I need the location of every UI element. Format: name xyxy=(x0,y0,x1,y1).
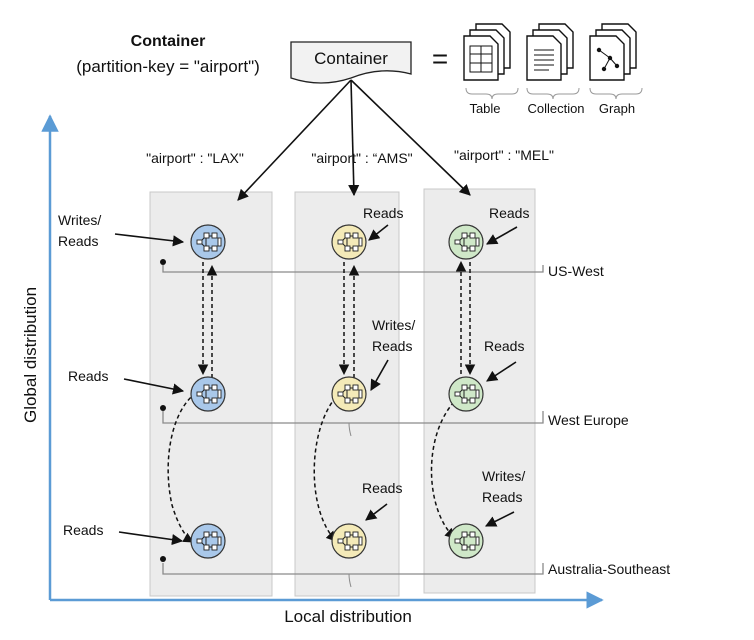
annotation-label: Reads xyxy=(372,338,412,354)
icon-label-collection: Collection xyxy=(527,101,584,116)
y-axis-label: Global distribution xyxy=(21,287,40,423)
partition-set-icon xyxy=(337,232,363,252)
annotation-mel-west-europe: Reads xyxy=(484,338,524,382)
partition-set-icon xyxy=(196,531,222,551)
replication-links xyxy=(167,260,476,543)
container-box[interactable]: Container xyxy=(290,41,412,84)
annotation-label: Writes/ xyxy=(372,317,415,333)
replica-node-lax-australia-southeast[interactable] xyxy=(190,523,226,559)
collection-icon xyxy=(526,23,574,81)
container-arrow-ams xyxy=(348,79,360,197)
partition-set-icon xyxy=(196,232,222,252)
annotation-mel-us-west: Reads xyxy=(486,205,529,245)
annotation-label: Reads xyxy=(362,480,402,496)
replica-node-ams-australia-southeast[interactable] xyxy=(331,523,367,559)
x-axis: Local distribution xyxy=(50,591,604,626)
annotation-label: Reads xyxy=(489,205,529,221)
annotation-mel-australia: Writes/ Reads xyxy=(482,468,525,527)
annotation-label: Writes/ xyxy=(58,212,101,228)
icon-label-table: Table xyxy=(469,101,500,116)
y-axis: Global distribution xyxy=(21,114,59,600)
replica-nodes xyxy=(190,224,484,559)
region-line-west-europe xyxy=(160,405,544,437)
annotation-label: Reads xyxy=(68,368,108,384)
partition-set-icon xyxy=(454,531,480,551)
annotation-label: Reads xyxy=(482,489,522,505)
partition-set-icon xyxy=(337,531,363,551)
replica-node-ams-us-west[interactable] xyxy=(331,224,367,260)
region-label-us-west: US-West xyxy=(548,263,604,279)
container-arrow-lax xyxy=(237,79,352,201)
replica-node-mel-australia-southeast[interactable] xyxy=(448,523,484,559)
partition-set-icon xyxy=(454,384,480,404)
container-title: Container xyxy=(131,33,206,50)
replica-node-mel-us-west[interactable] xyxy=(448,224,484,260)
annotation-label: Reads xyxy=(63,522,103,538)
table-icon xyxy=(463,23,511,81)
annotation-ams-west-europe: Writes/ Reads xyxy=(370,317,415,391)
annotation-ams-australia: Reads xyxy=(362,480,402,521)
region-line-australia-southeast xyxy=(160,556,544,588)
annotation-label: Reads xyxy=(363,205,403,221)
partition-key-label: (partition-key = "airport") xyxy=(76,57,260,76)
annotation-lax-us-west: Writes/ Reads xyxy=(58,212,185,249)
replica-node-mel-west-europe[interactable] xyxy=(448,376,484,412)
annotation-lax-west-europe: Reads xyxy=(68,368,185,395)
partition-set-icon xyxy=(196,384,222,404)
graph-icon xyxy=(589,23,637,81)
replica-node-ams-west-europe[interactable] xyxy=(331,376,367,412)
container-arrow-mel xyxy=(350,79,471,196)
partition-set-icon xyxy=(337,384,363,404)
partition-set-icon xyxy=(454,232,480,252)
annotation-ams-us-west: Reads xyxy=(363,205,403,241)
annotation-label: Reads xyxy=(484,338,524,354)
annotation-label: Writes/ xyxy=(482,468,525,484)
region-label-west-europe: West Europe xyxy=(548,412,629,428)
column-label-ams: "airport" : “AMS" xyxy=(311,150,412,166)
x-axis-label: Local distribution xyxy=(284,607,412,626)
column-label-mel: "airport" : "MEL" xyxy=(454,147,554,163)
column-label-lax: "airport" : "LAX" xyxy=(146,150,244,166)
equals-sign: = xyxy=(432,43,448,74)
replica-node-lax-us-west[interactable] xyxy=(190,224,226,260)
annotation-lax-australia: Reads xyxy=(63,522,184,546)
container-box-label: Container xyxy=(314,49,388,68)
icon-label-graph: Graph xyxy=(599,101,635,116)
annotation-label: Reads xyxy=(58,233,98,249)
region-label-australia-southeast: Australia-Southeast xyxy=(548,561,670,577)
replica-node-lax-west-europe[interactable] xyxy=(190,376,226,412)
